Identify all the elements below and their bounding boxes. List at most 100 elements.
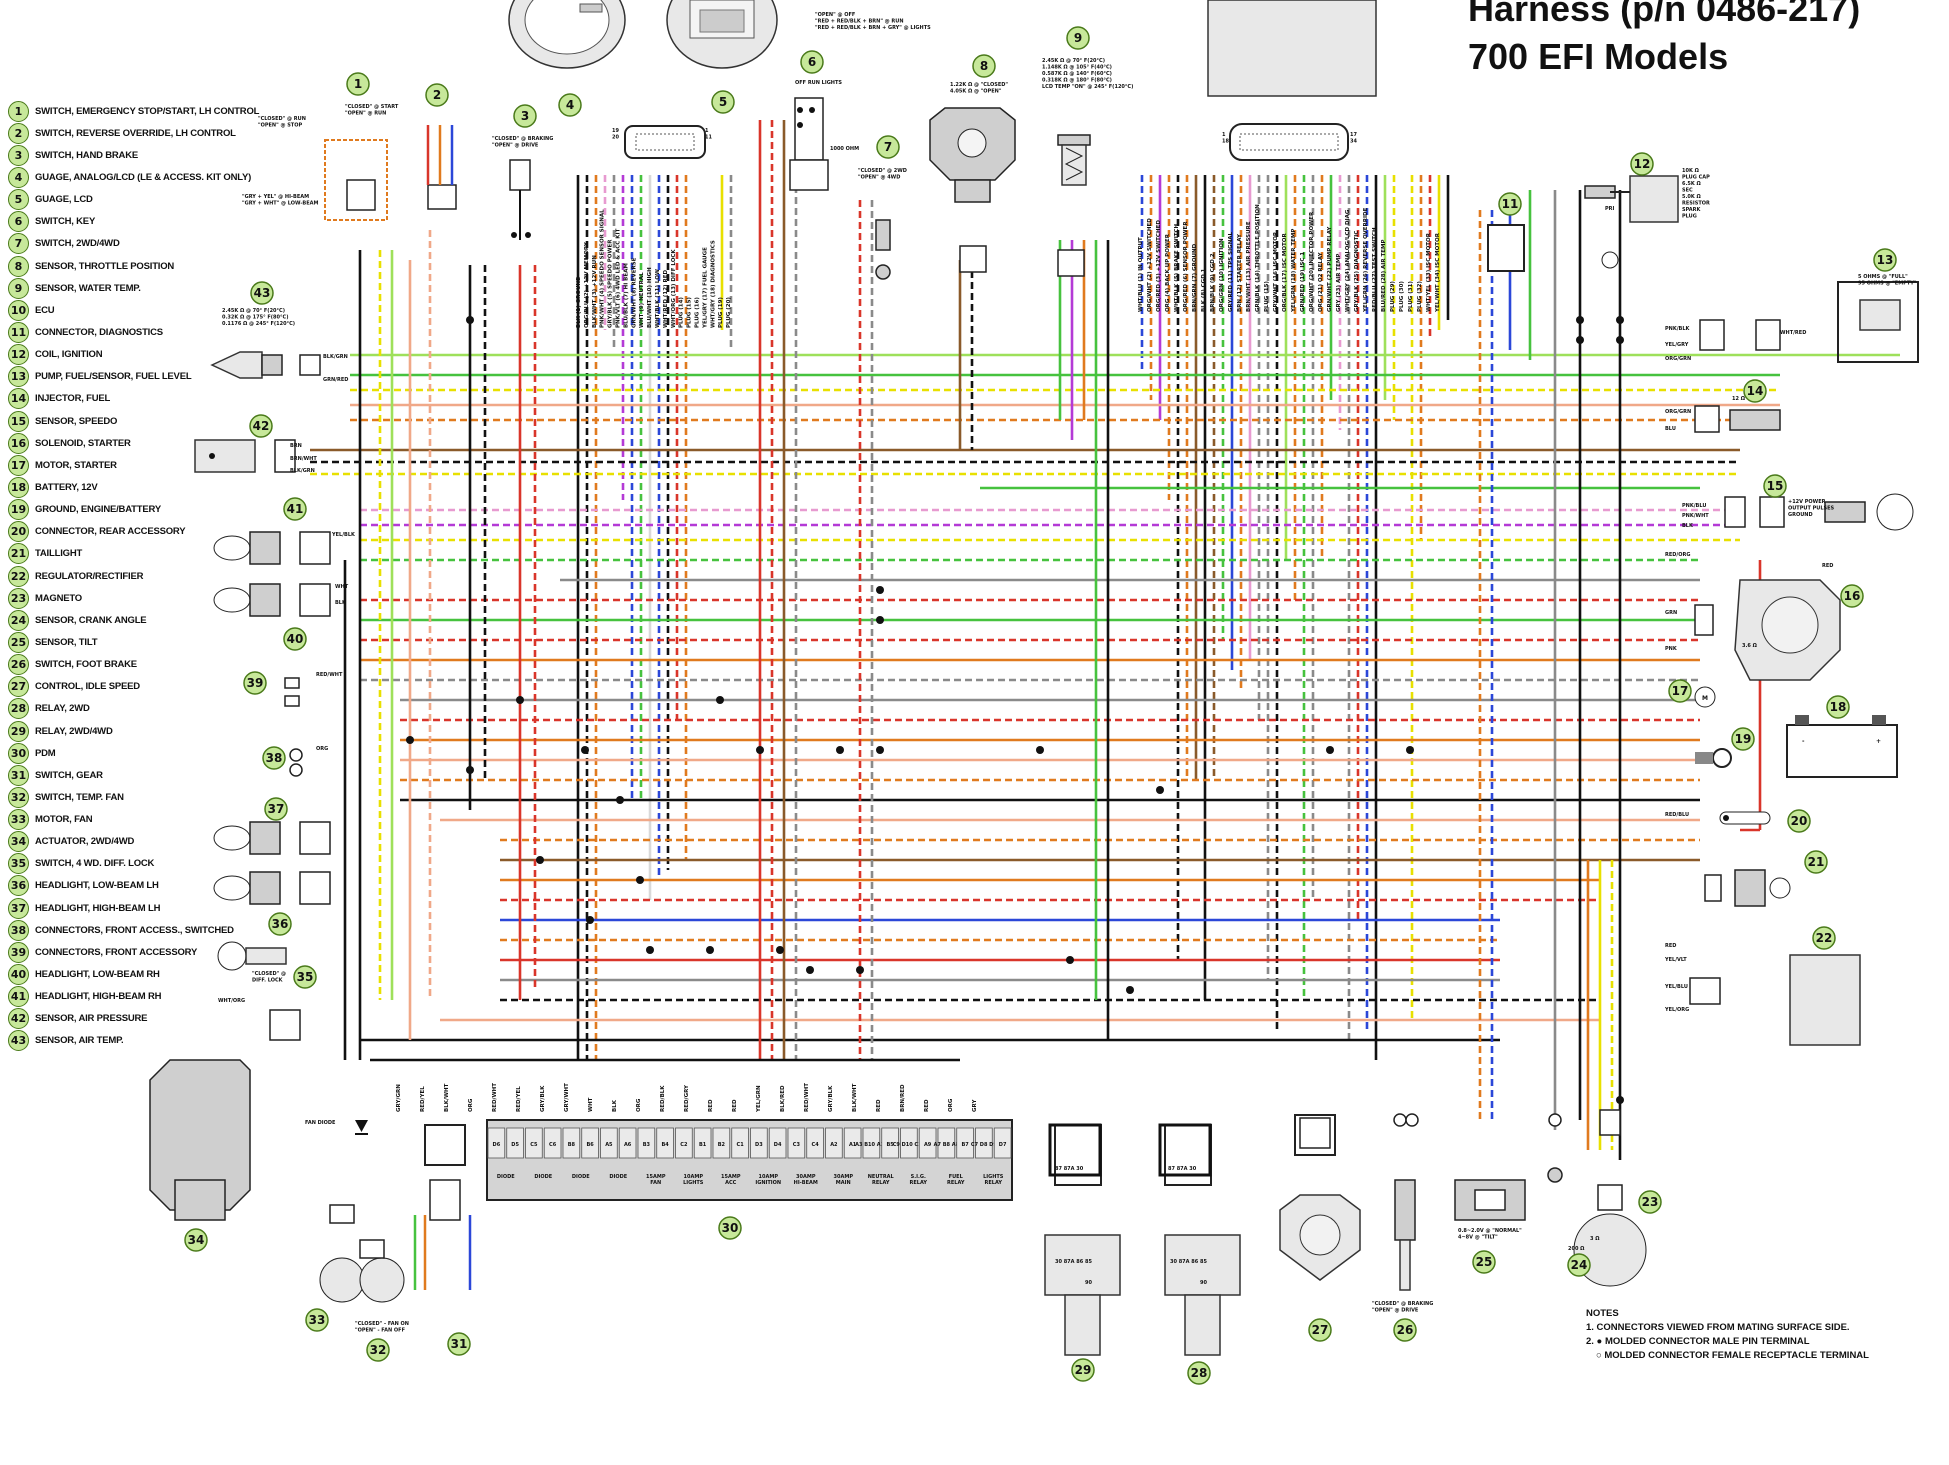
legend-label: SWITCH, GEAR xyxy=(35,769,103,781)
legend-label: CONTROL, IDLE SPEED xyxy=(35,681,140,693)
ecu-left-pin-label: GRN/WHT (8) REVERSE xyxy=(631,257,637,328)
callout-number: 41 xyxy=(287,502,304,516)
pdm-cell-id: D6 xyxy=(493,1142,501,1148)
callout-9: 9 xyxy=(1066,26,1090,50)
ecu-right-pin-label: GRN/WHT (22) PUMP RELAY xyxy=(1327,226,1333,312)
callout-31: 31 xyxy=(447,1332,471,1356)
fuel-pump xyxy=(1699,281,1919,363)
actuator xyxy=(149,1009,301,1221)
pdm-cell-id: C7 D8 D9 xyxy=(971,1142,997,1148)
callout-number: 23 xyxy=(1642,1195,1659,1209)
pdm-cell xyxy=(618,1127,637,1159)
callout-number: 32 xyxy=(370,1343,387,1357)
wires-layer xyxy=(310,120,1900,1160)
pdm-wire-label: RED xyxy=(876,1099,882,1112)
relay-28-pin-c: 90 xyxy=(1200,1280,1207,1286)
pdm-wire-label: BLK/RED xyxy=(780,1085,786,1112)
relay-29 xyxy=(1044,1124,1121,1356)
hand-brake-switch xyxy=(509,159,531,240)
pdm-cell-id: D3 xyxy=(755,1142,763,1148)
callout-40: 40 xyxy=(283,627,307,651)
pdm-wire-label: ORG xyxy=(468,1098,474,1112)
ecu-right-pin-label: BLK (8) CGD 1 xyxy=(1201,268,1207,312)
wire-label: RED/WHT xyxy=(316,672,343,678)
pdm-cell xyxy=(600,1127,618,1159)
callout-number: 9 xyxy=(1074,31,1082,45)
components-layer: - + M xyxy=(149,0,1919,1356)
callout-35: 35 xyxy=(293,965,317,989)
pdm-cell-id: A7 B8 A8 xyxy=(934,1142,960,1148)
callout-33: 33 xyxy=(305,1308,329,1332)
ecu-left-pin-label: WHT/GRY (18) DIAGNOSTICS xyxy=(710,240,716,328)
legend-number: 29 xyxy=(8,720,29,742)
ecu-left-pin-label: WHT/ORG (13) DIFF LOCK xyxy=(671,249,677,328)
legend-number: 41 xyxy=(8,986,29,1008)
wire-label: PNK/BLU xyxy=(1682,503,1706,509)
relay-29-pins-b: 87 87A 30 xyxy=(1055,1166,1084,1172)
svg-text:+: + xyxy=(1876,738,1881,745)
legend-label: GROUND, ENGINE/BATTERY xyxy=(35,504,161,516)
ecu-right-pin-label: YEL/GRN (26) REVERSE OVERRIDE xyxy=(1363,207,1369,313)
pdm-cell-id: A5 xyxy=(605,1142,613,1148)
legend-number: 11 xyxy=(8,321,29,343)
pdm-cell xyxy=(525,1127,543,1159)
ecu-right-pin-label: WHT/BLK (5) BRAKE SWITCH xyxy=(1174,223,1180,312)
annot-tps: 1.22K Ω @ "CLOSED"4.05K Ω @ "OPEN" xyxy=(950,82,1008,95)
wire-label: GRN/RED xyxy=(323,377,348,383)
wire-label: ORG/GRN xyxy=(1665,409,1691,415)
taillight xyxy=(1704,869,1791,907)
annot-crank: 200 Ω xyxy=(1568,1246,1585,1252)
pdm-wire-label: RED/YEL xyxy=(516,1086,522,1112)
callout-38: 38 xyxy=(262,746,286,770)
annot-fan-diode: FAN DIODE xyxy=(305,1120,336,1126)
callout-number: 2 xyxy=(433,88,441,102)
callout-42: 42 xyxy=(249,414,273,438)
fan-diode xyxy=(355,1120,368,1135)
pdm-wire-label: GRY/BLK xyxy=(540,1085,546,1112)
pdm-cell-id: B8 xyxy=(568,1142,576,1148)
callout-26: 26 xyxy=(1393,1318,1417,1342)
callout-number: 37 xyxy=(268,802,285,816)
wire-label: YEL/BLU xyxy=(1664,984,1688,990)
wire-label: WHT xyxy=(335,584,349,590)
pdm-fuse-label: DIODE xyxy=(534,1174,552,1180)
callout-number: 17 xyxy=(1672,684,1689,698)
legend-label: CONNECTOR, REAR ACCESSORY xyxy=(35,526,186,538)
legend-number: 1 xyxy=(8,100,29,122)
wire-label: RED/ORG xyxy=(1665,552,1690,558)
wire-label: PNK xyxy=(1665,646,1678,652)
pdm-cell-id: B1 xyxy=(699,1142,707,1148)
diagnostic-connector xyxy=(1487,224,1525,272)
pdm-cell-id: C1 xyxy=(737,1142,745,1148)
pdm-cell-id: A6 xyxy=(624,1142,632,1148)
callout-18: 18 xyxy=(1826,695,1850,719)
ecu-right-pin-label: PLUG (29) xyxy=(1390,281,1396,312)
pdm-cell xyxy=(581,1127,599,1159)
legend-number: 24 xyxy=(8,609,29,631)
pdm-wire-label: BRN/RED xyxy=(900,1084,906,1112)
ecu-left-pin-label: BLK/WHT (3) +12V RUN xyxy=(592,255,598,328)
pdm-cell-id: B6 xyxy=(586,1142,594,1148)
ecu-left-pin-label: PNK/VLT (6) 4WD LED & ACC KIT xyxy=(616,228,622,328)
ecu-left-pin-label: WHT/RED (12) RED xyxy=(663,270,669,328)
legend-number: 38 xyxy=(8,919,29,941)
note-1: 1. CONNECTORS VIEWED FROM MATING SURFACE… xyxy=(1586,1322,1850,1333)
legend-number: 9 xyxy=(8,277,29,299)
callout-number: 7 xyxy=(884,140,892,154)
legend-label: SENSOR, TILT xyxy=(35,636,98,648)
ecu-right-pin-label: YEL/GRN (18) WATER TEMP xyxy=(1291,229,1297,313)
ground-engine-battery xyxy=(1695,748,1732,768)
callout-36: 36 xyxy=(268,912,292,936)
